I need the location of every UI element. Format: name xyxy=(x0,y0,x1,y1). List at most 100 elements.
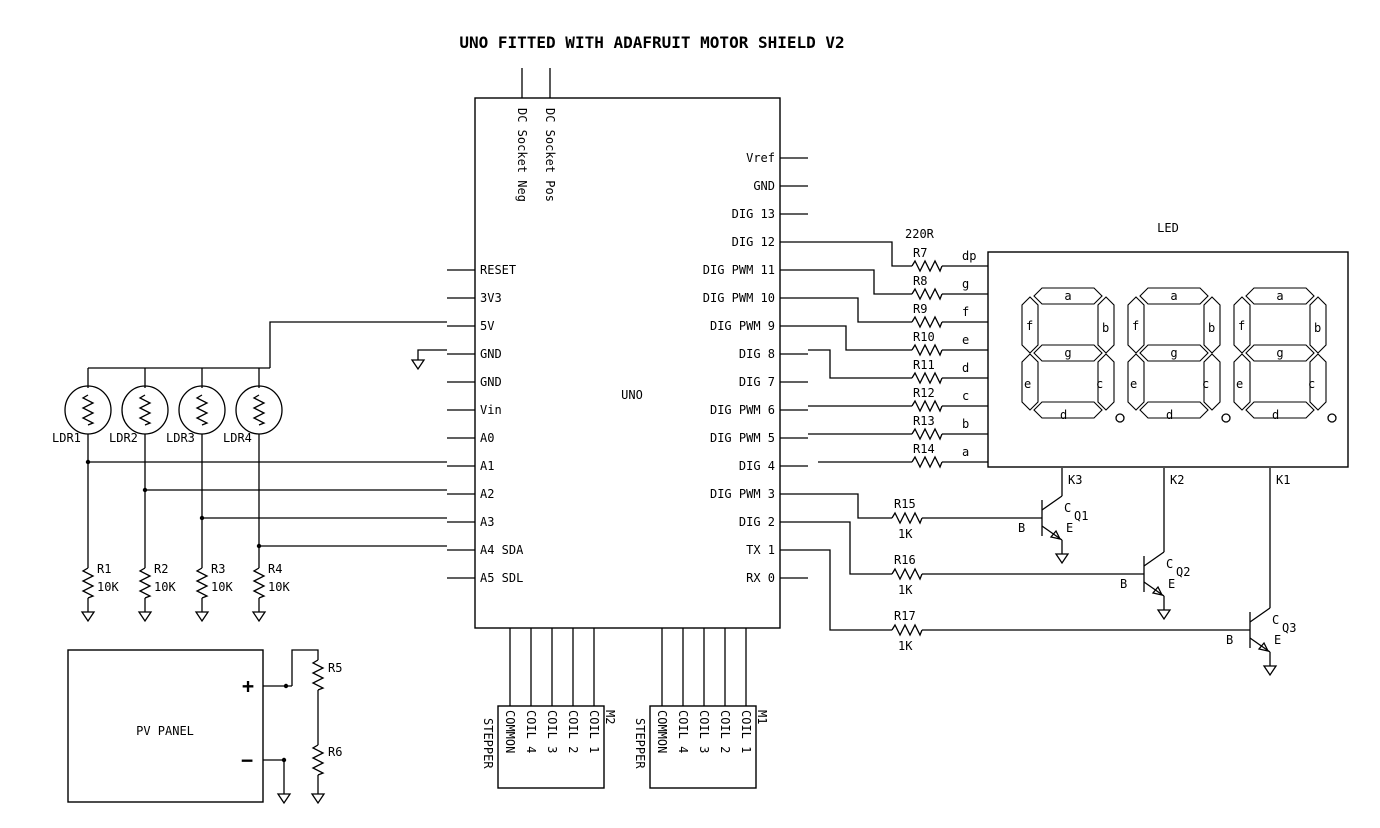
junction-dot xyxy=(256,543,262,549)
segment-g xyxy=(1139,344,1209,362)
stepper-pin-label: COIL 2 xyxy=(566,710,580,753)
segment-label-f: f xyxy=(1026,319,1033,333)
transistor-ref: Q1 xyxy=(1074,509,1088,523)
segment-resistor xyxy=(911,399,943,413)
segment-label-g: g xyxy=(1170,346,1177,360)
wire-base xyxy=(808,549,892,631)
segment-f xyxy=(1021,296,1039,354)
uno-left-pin-label: A4 SDA xyxy=(480,543,524,557)
transistor-b-label: B xyxy=(1120,577,1127,591)
stepper-ref: M1 xyxy=(755,710,769,724)
stepper-connector-body xyxy=(497,705,605,789)
wire-segment xyxy=(808,269,912,295)
segment-f xyxy=(1233,296,1251,354)
uno-right-pin-label: DIG PWM 3 xyxy=(710,487,775,501)
segment-g xyxy=(1033,344,1103,362)
uno-right-pin-label: DIG 13 xyxy=(732,207,775,221)
cathode-label: K1 xyxy=(1276,473,1290,487)
segment-label-d: d xyxy=(1272,408,1279,422)
ground-symbol xyxy=(1156,609,1172,621)
ground-symbol xyxy=(194,611,210,623)
uno-right-pin-label: DIG PWM 5 xyxy=(710,431,775,445)
transistor-c-label: C xyxy=(1272,613,1279,627)
segment-label-c: c xyxy=(1096,377,1103,391)
uno-left-pin-label: 5V xyxy=(480,319,494,333)
emitter-arrow xyxy=(1049,529,1062,540)
segment-label-g: g xyxy=(1276,346,1283,360)
pulldown-resistor xyxy=(195,567,209,599)
pulldown-resistor xyxy=(81,567,95,599)
segment-net-label: dp xyxy=(962,249,976,263)
cathode-label: K2 xyxy=(1170,473,1184,487)
segment-label-a: a xyxy=(1170,289,1177,303)
segment-resistor-ref: R10 xyxy=(913,330,935,344)
stepper-pin-label: COMMON xyxy=(503,710,517,753)
segment-resistor xyxy=(911,455,943,469)
wire-segment xyxy=(808,349,912,379)
transistor-collector xyxy=(1249,607,1271,623)
segment-b xyxy=(1097,296,1115,354)
uno-left-pin-label: A1 xyxy=(480,459,494,473)
stepper-connector-body xyxy=(649,705,757,789)
segment-label-b: b xyxy=(1314,321,1321,335)
ground-symbol xyxy=(251,611,267,623)
segment-label-d: d xyxy=(1060,408,1067,422)
stepper-pin-label: COIL 1 xyxy=(587,710,601,753)
junction-dot xyxy=(142,487,148,493)
pv-panel-label: PV PANEL xyxy=(136,724,194,738)
segment-net-label: f xyxy=(962,305,969,319)
pulldown-resistor xyxy=(138,567,152,599)
ldr-element xyxy=(81,394,95,426)
segment-resistor-ref: R13 xyxy=(913,414,935,428)
stepper-ref: M2 xyxy=(603,710,617,724)
pulldown-ref: R4 xyxy=(268,562,282,576)
uno-left-pin-label: A3 xyxy=(480,515,494,529)
wire-segment xyxy=(808,241,912,267)
segment-a xyxy=(1139,287,1209,305)
segment-label-a: a xyxy=(1276,289,1283,303)
transistor-b-label: B xyxy=(1226,633,1233,647)
segment-label-e: e xyxy=(1130,377,1137,391)
segment-a xyxy=(1033,287,1103,305)
segment-net-label: g xyxy=(962,277,969,291)
uno-top-pin-label: DC Socket Pos xyxy=(543,108,557,202)
uno-body xyxy=(474,97,781,629)
pulldown-ref: R3 xyxy=(211,562,225,576)
transistor-c-label: C xyxy=(1166,557,1173,571)
ground-symbol xyxy=(410,359,426,371)
resistor-value-220r: 220R xyxy=(905,227,935,241)
uno-right-pin-label: DIG 8 xyxy=(739,347,775,361)
led-label: LED xyxy=(1157,221,1179,235)
uno-right-pin-label: TX 1 xyxy=(746,543,775,557)
pulldown-ref: R2 xyxy=(154,562,168,576)
segment-label-f: f xyxy=(1238,319,1245,333)
stepper-type: STEPPER xyxy=(633,718,647,769)
pulldown-ref: R1 xyxy=(97,562,111,576)
junction-dot xyxy=(283,683,289,689)
segment-e xyxy=(1233,353,1251,411)
segment-label-g: g xyxy=(1064,346,1071,360)
ground-symbol xyxy=(1054,553,1070,565)
transistor-collector xyxy=(1041,495,1063,511)
segment-label-f: f xyxy=(1132,319,1139,333)
base-resistor-ref: R16 xyxy=(894,553,916,567)
pulldown-value: 10K xyxy=(154,580,176,594)
segment-resistor-ref: R7 xyxy=(913,246,927,260)
segment-d xyxy=(1139,401,1209,419)
wire-pv-plus-up xyxy=(291,649,319,686)
uno-right-pin-label: DIG PWM 10 xyxy=(703,291,775,305)
uno-right-pin-label: DIG PWM 6 xyxy=(710,403,775,417)
uno-right-pin-label: DIG PWM 11 xyxy=(703,263,775,277)
stepper-pin-label: COIL 2 xyxy=(718,710,732,753)
segment-net-label: a xyxy=(962,445,969,459)
segment-c xyxy=(1097,353,1115,411)
ldr-element xyxy=(252,394,266,426)
segment-resistor xyxy=(911,371,943,385)
segment-e xyxy=(1021,353,1039,411)
